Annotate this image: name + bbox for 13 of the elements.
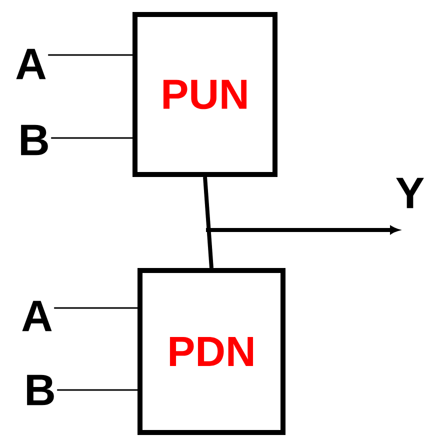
logic-block-box: PUN: [132, 12, 278, 177]
wire: [203, 176, 214, 268]
signal-label: B: [27, 374, 54, 406]
input-wire: [54, 307, 138, 309]
output-arrow: [206, 226, 399, 234]
input-wire: [51, 137, 132, 139]
signal-label: Y: [396, 178, 424, 208]
input-wire: [57, 389, 138, 391]
input-wire: [48, 54, 132, 56]
logic-block-box: PDN: [138, 268, 286, 435]
signal-label: A: [22, 300, 52, 332]
signal-label: A: [16, 48, 46, 80]
signal-label: B: [21, 124, 48, 156]
